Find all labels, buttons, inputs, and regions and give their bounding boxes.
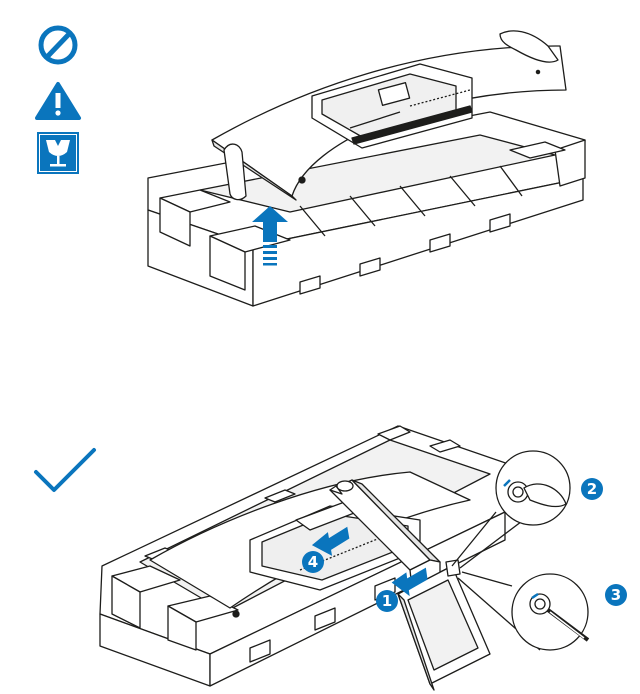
foam-packaging-top [147, 111, 586, 307]
svg-text:3: 3 [611, 586, 621, 604]
insert-arrow-step4 [311, 526, 350, 556]
svg-text:4: 4 [308, 553, 318, 571]
svg-text:1: 1 [382, 592, 392, 610]
fragile-icon [37, 132, 79, 174]
zoom-callout-screw-tighten [451, 450, 571, 569]
curved-monitor-top [211, 30, 567, 201]
checkmark-icon [34, 448, 96, 492]
lift-up-arrow [252, 206, 288, 266]
stand-base [397, 559, 491, 691]
svg-text:2: 2 [587, 480, 597, 498]
step-4-badge: 4 [302, 551, 324, 573]
step-3-badge: 3 [605, 584, 627, 606]
insert-arrow-step1 [391, 567, 428, 597]
step-2-badge: 2 [581, 478, 603, 500]
step-1-badge: 1 [376, 590, 398, 612]
prohibited-icon [38, 25, 78, 65]
warning-icon [35, 82, 81, 120]
zoom-callout-screwdriver [457, 571, 590, 651]
